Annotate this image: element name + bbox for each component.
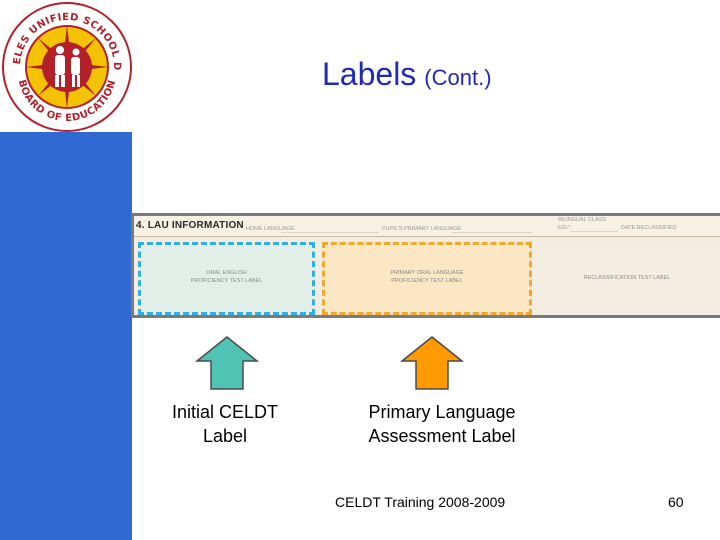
esl-field: ESL*	[558, 225, 571, 231]
title-main: Labels	[322, 56, 417, 92]
oral-english-label-text: ORAL ENGLISH PROFICIENCY TEST LABEL	[190, 270, 263, 284]
date-reclassified-field: DATE RECLASSIFIED	[621, 225, 677, 231]
form-section-title: 4. LAU INFORMATION	[136, 220, 244, 231]
celdt-label-caption: Initial CELDT Label	[171, 402, 279, 446]
bilingual-class-field: BILINGUAL CLASS	[558, 217, 607, 223]
footer-text: CELDT Training 2008-2009	[335, 494, 506, 510]
primary-language-field: PUPIL'S PRIMARY LANGUAGE	[382, 226, 462, 232]
reclassification-label-area: RECLASSIFICATION TEST LABEL	[534, 242, 720, 315]
form-header: 4. LAU INFORMATION HOME LANGUAGE PUPIL'S…	[134, 216, 720, 237]
reclassification-label-text: RECLASSIFICATION TEST LABEL	[583, 275, 671, 281]
page-number: 60	[668, 494, 684, 510]
arrow-up-icon	[195, 336, 259, 390]
oral-english-label-area: ORAL ENGLISH PROFICIENCY TEST LABEL	[138, 242, 315, 315]
sidebar-panel	[0, 132, 132, 540]
title-sub: (Cont.)	[424, 65, 492, 90]
district-seal-logo: LOS ANGELES UNIFIED SCHOOL DISTRICT BOAR…	[0, 0, 134, 134]
primary-oral-label-area: PRIMARY ORAL LANGUAGE PROFICIENCY TEST L…	[322, 242, 532, 315]
primary-language-caption: Primary Language Assessment Label	[368, 402, 516, 446]
home-language-field: HOME LANGUAGE	[246, 226, 295, 232]
primary-oral-label-text: PRIMARY ORAL LANGUAGE PROFICIENCY TEST L…	[390, 270, 464, 284]
arrow-up-icon	[400, 336, 464, 390]
lau-information-form-image: 4. LAU INFORMATION HOME LANGUAGE PUPIL'S…	[131, 213, 720, 318]
slide-title: Labels (Cont.)	[322, 56, 492, 93]
